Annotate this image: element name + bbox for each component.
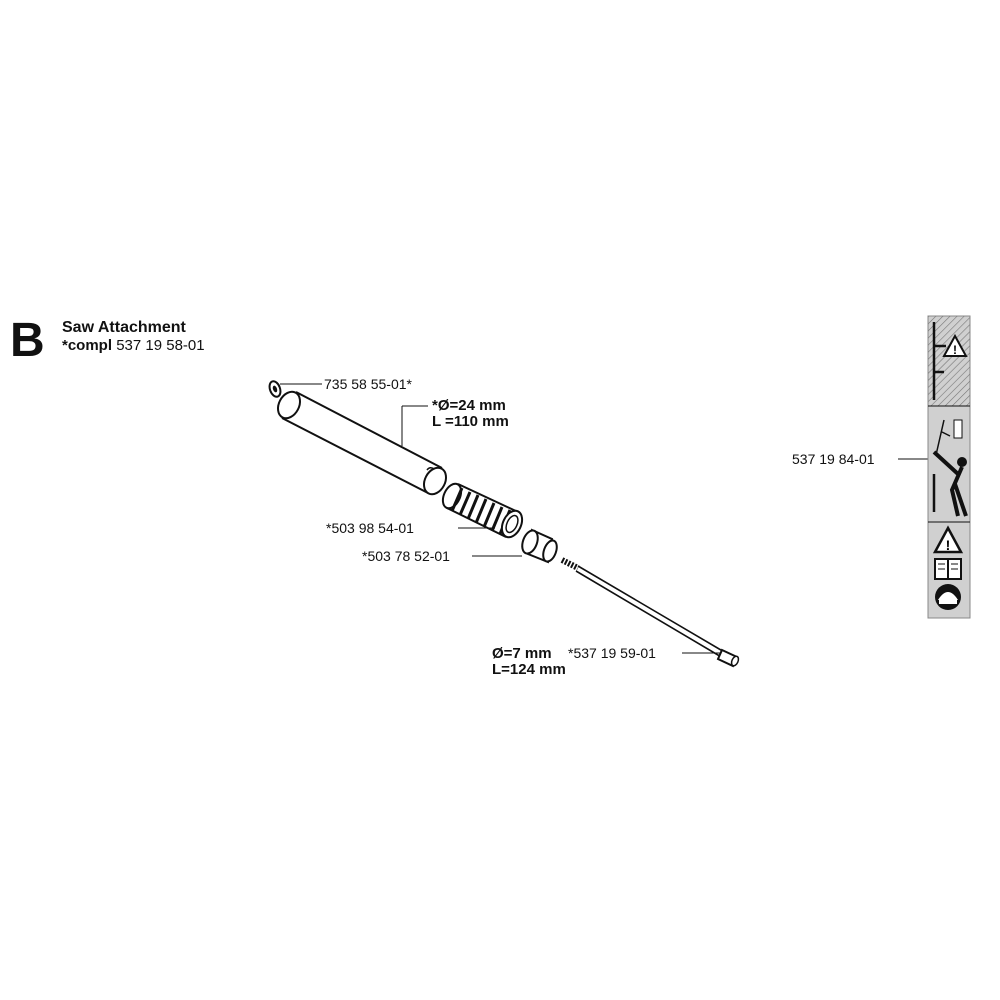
operator-manual-book-icon	[934, 558, 962, 580]
tube-part	[276, 390, 448, 496]
svg-text:!: !	[946, 537, 951, 553]
filter-part-number: *503 98 54-01	[326, 520, 414, 536]
chainsaw-operator-icon	[932, 419, 968, 517]
nut-part-number: *503 78 52-01	[362, 548, 450, 564]
filter-part	[441, 482, 524, 539]
decal-label: ! !	[927, 315, 971, 619]
tube-diameter: *Ø=24 mm	[432, 397, 506, 414]
compl-number: 537 19 58-01	[116, 337, 205, 354]
warning-triangle-icon: !	[942, 333, 968, 357]
section-title: Saw Attachment	[62, 319, 186, 336]
decal-part-number: 537 19 84-01	[792, 451, 875, 467]
section-letter: B	[10, 314, 45, 367]
shaft-part-number: *537 19 59-01	[568, 645, 656, 661]
complete-assembly-number: *compl 537 19 58-01	[62, 338, 205, 354]
shaft-part	[560, 557, 740, 668]
tube-length: L =110 mm	[432, 413, 509, 430]
shaft-dimensions: Ø=7 mm L=124 mm	[492, 646, 566, 678]
compl-prefix: *compl	[62, 337, 113, 354]
tube-dimensions: *Ø=24 mm L =110 mm	[432, 398, 509, 430]
washer-part	[268, 380, 282, 398]
washer-part-number: 735 58 55-01*	[324, 376, 412, 392]
leader-lines	[280, 383, 930, 654]
protective-helmet-icon	[935, 584, 961, 610]
shaft-length: L=124 mm	[492, 661, 566, 678]
svg-text:!: !	[953, 343, 957, 357]
shaft-diameter: Ø=7 mm	[492, 645, 552, 662]
nut-part	[521, 528, 558, 564]
warning-triangle-icon: !	[932, 525, 964, 554]
